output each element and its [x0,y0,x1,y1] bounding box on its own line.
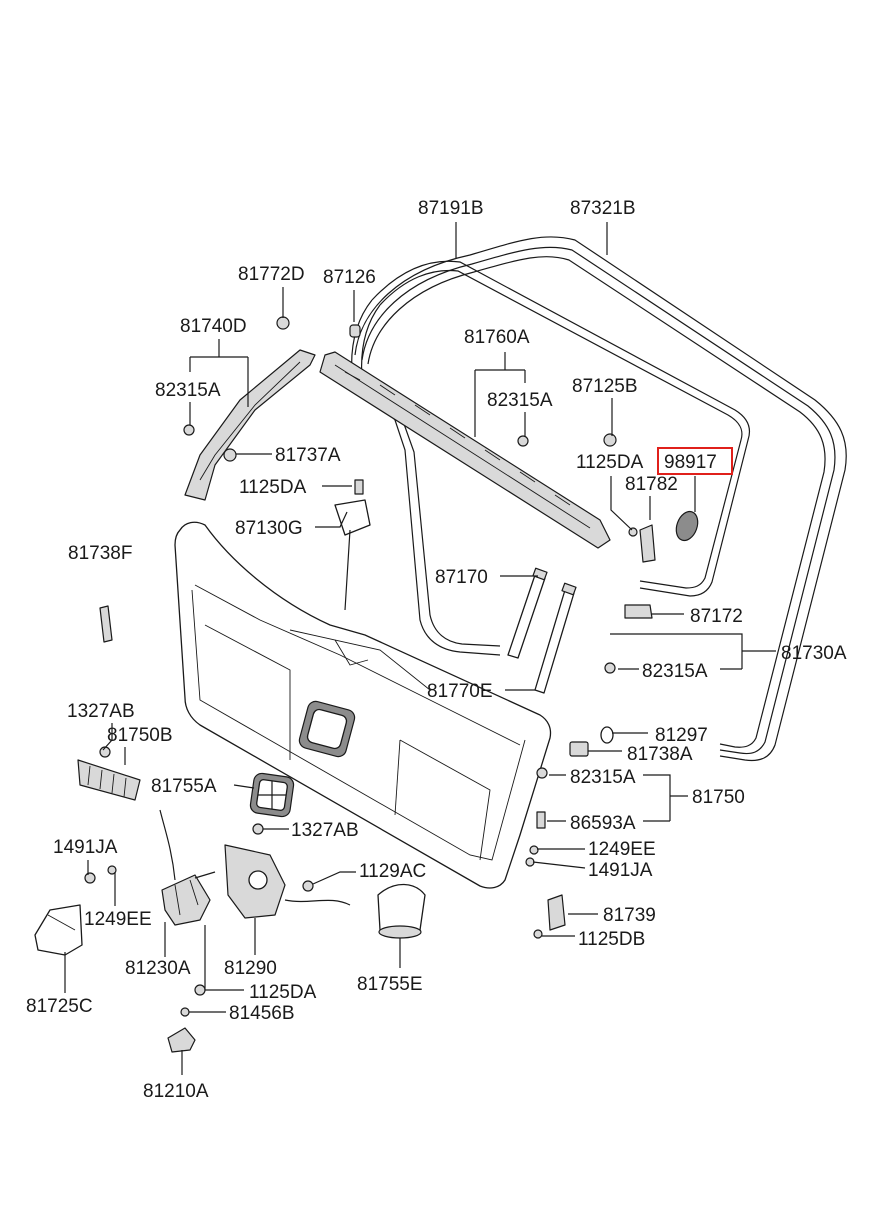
bracket-87130G [334,499,371,611]
label-82315A-4: 82315A [570,767,636,788]
label-87172: 87172 [690,606,743,627]
actuator-81290 [194,844,351,919]
label-1327AB-2: 1327AB [291,820,359,841]
label-1491JA-1: 1491JA [53,837,118,858]
cap-81755E [377,883,426,939]
connector-81750B [77,759,141,801]
label-81770E: 81770E [427,681,493,702]
label-81772D: 81772D [238,264,305,285]
label-81760A: 81760A [464,327,530,348]
label-81725C: 81725C [26,996,93,1017]
handle-cover-81755A [249,772,295,818]
label-81755A: 81755A [151,776,217,797]
gas-strut-87170 [507,567,577,694]
label-82315A-1: 82315A [155,380,221,401]
label-81737A: 81737A [275,445,341,466]
part-labels: 87191B 87321B 81772D 87126 81740D 81760A… [26,198,847,1102]
label-81755E: 81755E [357,974,423,995]
label-81740D: 81740D [180,316,247,337]
label-81738F: 81738F [68,543,132,564]
side-trim-81740D [184,349,316,501]
striker-81210A [167,1027,196,1053]
label-87321B: 87321B [570,198,636,219]
highlight-box-98917 [657,447,733,475]
label-86593A: 86593A [570,813,636,834]
label-81297: 81297 [655,725,708,746]
label-1125DA-1: 1125DA [576,452,644,473]
label-82315A-3: 82315A [642,661,708,682]
label-87191B: 87191B [418,198,484,219]
label-87126: 87126 [323,267,376,288]
label-1249EE-2: 1249EE [84,909,152,930]
leader-lines [64,222,776,1075]
label-1327AB-1: 1327AB [67,701,135,722]
label-81290: 81290 [224,958,277,979]
weatherstrip-87321B [354,236,847,762]
label-1125DA-2: 1125DA [239,477,307,498]
label-81738A: 81738A [627,744,693,765]
upper-trim-81760A [319,351,611,549]
bracket-81739 [547,894,566,931]
label-98917: 98917 [664,452,717,473]
label-81750B: 81750B [107,725,173,746]
label-1249EE-1: 1249EE [588,839,656,860]
label-81782: 81782 [625,474,678,495]
label-1125DB: 1125DB [578,929,645,950]
label-81739: 81739 [603,905,656,926]
label-1125DA-3: 1125DA [249,982,317,1003]
label-1491JA-2: 1491JA [588,860,653,881]
fastener-icons [84,316,699,1017]
label-81456B: 81456B [229,1003,295,1024]
bracket-81725C [34,904,83,956]
label-1129AC: 1129AC [359,861,426,882]
label-82315A-2: 82315A [487,390,553,411]
label-81210A: 81210A [143,1081,209,1102]
label-81750: 81750 [692,787,745,808]
label-81230A: 81230A [125,958,191,979]
label-87130G: 87130G [235,518,303,539]
label-87125B: 87125B [572,376,638,397]
latch-81230A [159,809,211,926]
bumper-81738F [99,605,113,643]
label-81730A: 81730A [781,643,847,664]
label-87170: 87170 [435,567,488,588]
trim-panel-81750 [174,521,552,889]
